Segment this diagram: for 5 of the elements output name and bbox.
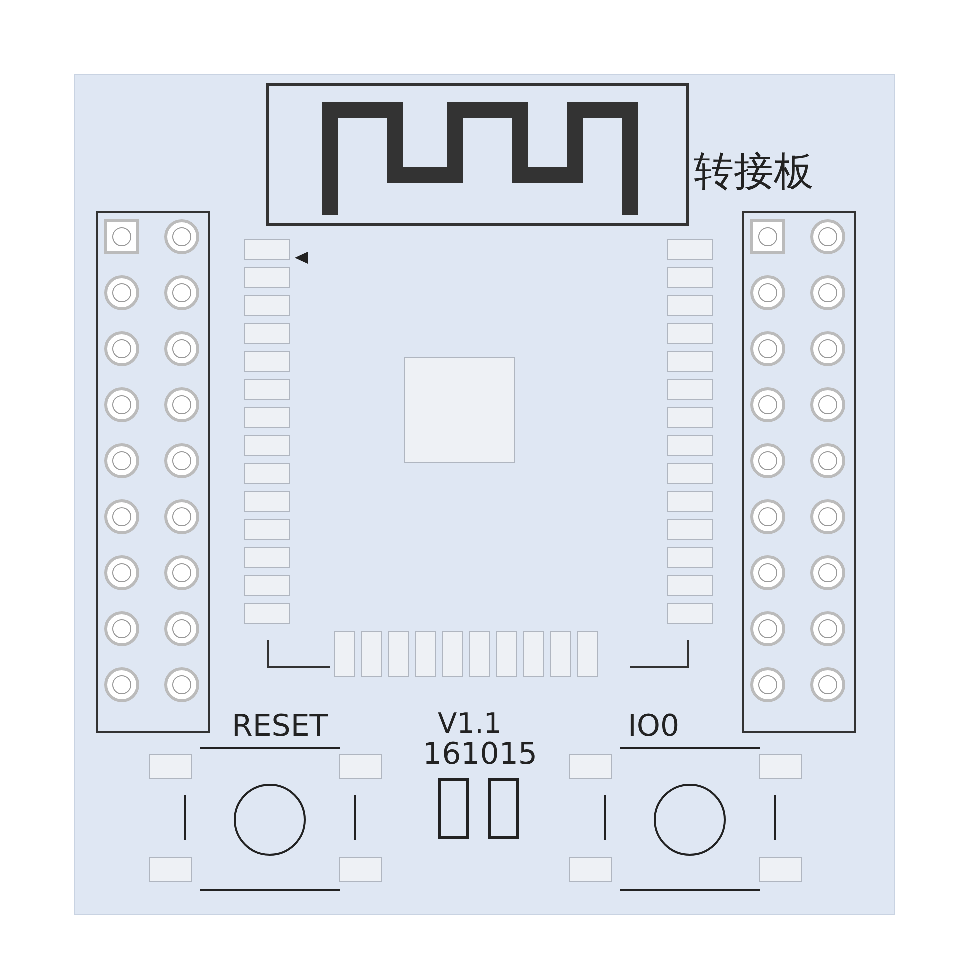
version-label: V1.1 [438, 710, 502, 738]
date-code: 161015 [423, 740, 538, 770]
button-label: RESET [232, 712, 328, 742]
button-label: IO0 [628, 712, 680, 742]
board-title: 转接板 [694, 152, 814, 192]
